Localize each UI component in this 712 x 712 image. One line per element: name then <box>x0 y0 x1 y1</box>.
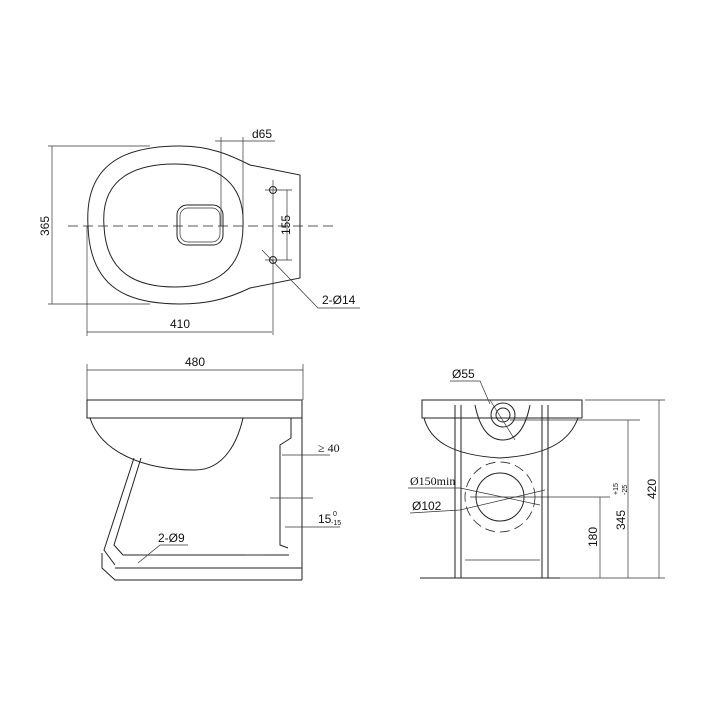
outlet-opening <box>176 204 224 246</box>
dim-180-label: 180 <box>586 527 600 547</box>
rim <box>86 399 303 419</box>
dim-420-label: 420 <box>645 479 659 499</box>
top-view: 155 2-Ø14 365 410 d65 <box>38 127 360 336</box>
svg-text:-25: -25 <box>622 485 629 495</box>
outlet-label: Ø102 <box>412 499 442 513</box>
inlet-circle <box>490 402 516 428</box>
dim-d65-label: d65 <box>252 127 272 141</box>
svg-text:0: 0 <box>333 511 337 518</box>
dim-345-label: 345 <box>614 510 628 530</box>
outlet-min-label: Ø150min <box>410 474 455 488</box>
inlet-label: Ø55 <box>452 367 475 381</box>
side-view: 480 ≥ 40 15 0 -15 2-Ø9 <box>86 355 341 581</box>
front-view: Ø55 Ø150min Ø102 180 345 +15 -25 420 <box>408 367 665 579</box>
bowl-inner <box>103 163 244 288</box>
rim <box>421 399 583 419</box>
dim-480-label: 480 <box>185 355 205 369</box>
holes-label: 2-Ø14 <box>322 293 356 307</box>
floor-holes-label: 2-Ø9 <box>158 531 185 545</box>
dim-410-label: 410 <box>170 317 190 331</box>
svg-text:+15: +15 <box>613 483 620 495</box>
bowl-curve <box>89 417 244 471</box>
dim-min-label: ≥ 40 <box>318 441 340 455</box>
svg-text:-15: -15 <box>331 520 341 527</box>
dim-365-label: 365 <box>38 216 52 236</box>
dim-155-label: 155 <box>279 215 293 235</box>
dim-15-label: 15 <box>318 512 332 526</box>
top-outline <box>87 145 301 305</box>
